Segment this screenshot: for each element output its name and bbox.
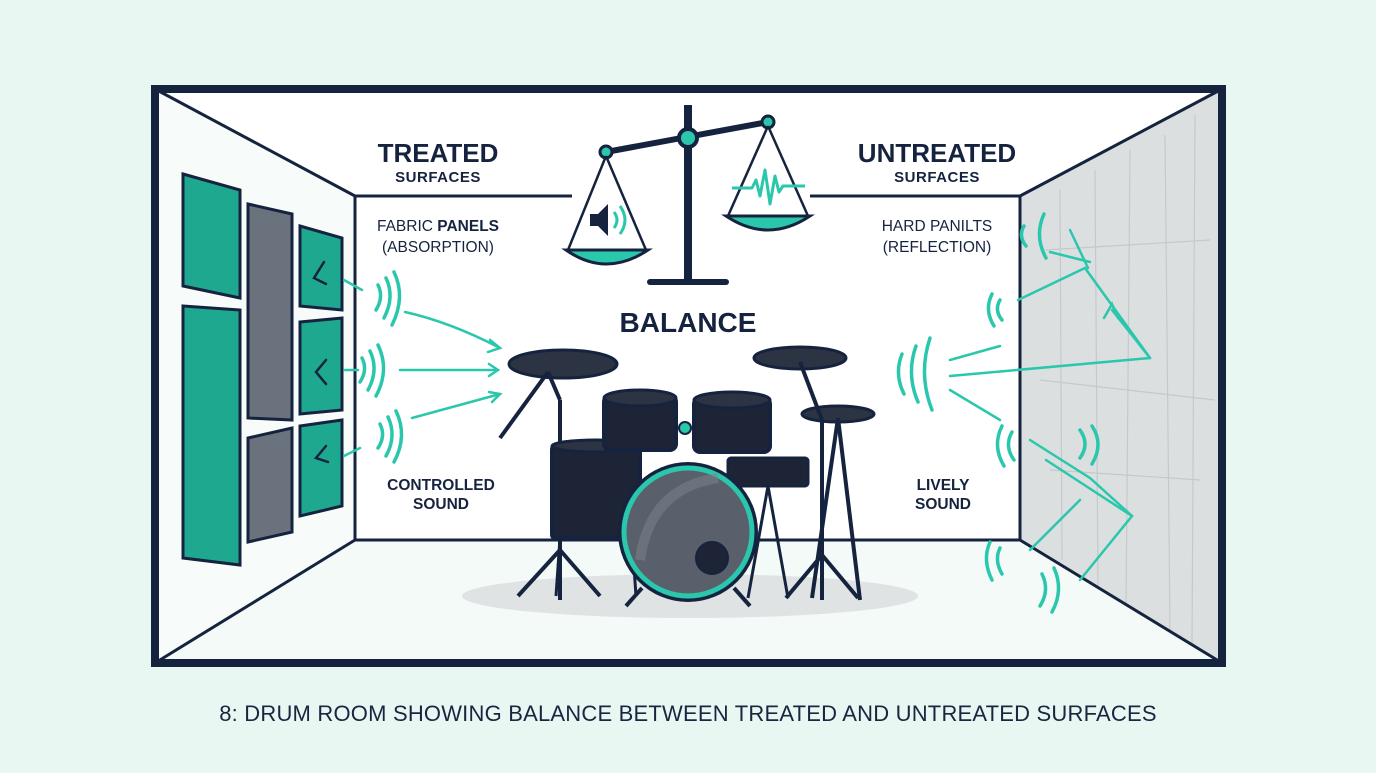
reflection-line-1: HARD PANILTS: [882, 218, 993, 235]
controlled-sound-label: CONTROLLED SOUND: [387, 477, 495, 513]
untreated-title: UNTREATED: [858, 138, 1016, 168]
left-pan: [561, 155, 653, 266]
controlled-line-2: SOUND: [413, 496, 469, 513]
lively-sound-label: LIVELY SOUND: [915, 477, 971, 513]
drum-kit-icon: [462, 345, 918, 618]
treated-subtitle: SURFACES: [395, 169, 481, 186]
reflection-arrow-icon: [948, 228, 1152, 582]
treated-title: TREATED: [378, 138, 499, 168]
lively-line-2: SOUND: [915, 496, 971, 513]
sound-wave-icon: [896, 212, 1100, 614]
balance-scale-icon: [561, 105, 815, 285]
treated-label: TREATED SURFACES: [378, 138, 499, 186]
absorption-line-1: FABRIC PANELS: [377, 218, 499, 235]
absorption-line-1-pre: FABRIC: [377, 218, 437, 235]
absorption-line-2: (ABSORPTION): [382, 239, 494, 256]
controlled-line-1: CONTROLLED: [387, 477, 495, 494]
reflection-note: HARD PANILTS (REFLECTION): [882, 218, 993, 256]
reflection-line-2: (REFLECTION): [883, 239, 992, 256]
absorption-note: FABRIC PANELS (ABSORPTION): [377, 218, 499, 256]
acoustic-panel-icon: [181, 172, 344, 567]
lively-line-1: LIVELY: [917, 477, 970, 494]
sound-wave-icon: [358, 270, 404, 464]
untreated-label: UNTREATED SURFACES: [858, 138, 1016, 186]
absorption-line-1-bold: PANELS: [437, 218, 499, 235]
untreated-subtitle: SURFACES: [894, 169, 980, 186]
waveform-icon: [732, 168, 805, 206]
balance-label: BALANCE: [620, 307, 757, 338]
room-frame: [151, 85, 1226, 667]
right-pan: [721, 125, 815, 232]
reflection-arrow-icon: [342, 278, 503, 458]
speaker-icon: [590, 204, 627, 236]
caption: 8: DRUM ROOM SHOWING BALANCE BETWEEN TRE…: [219, 701, 1157, 726]
